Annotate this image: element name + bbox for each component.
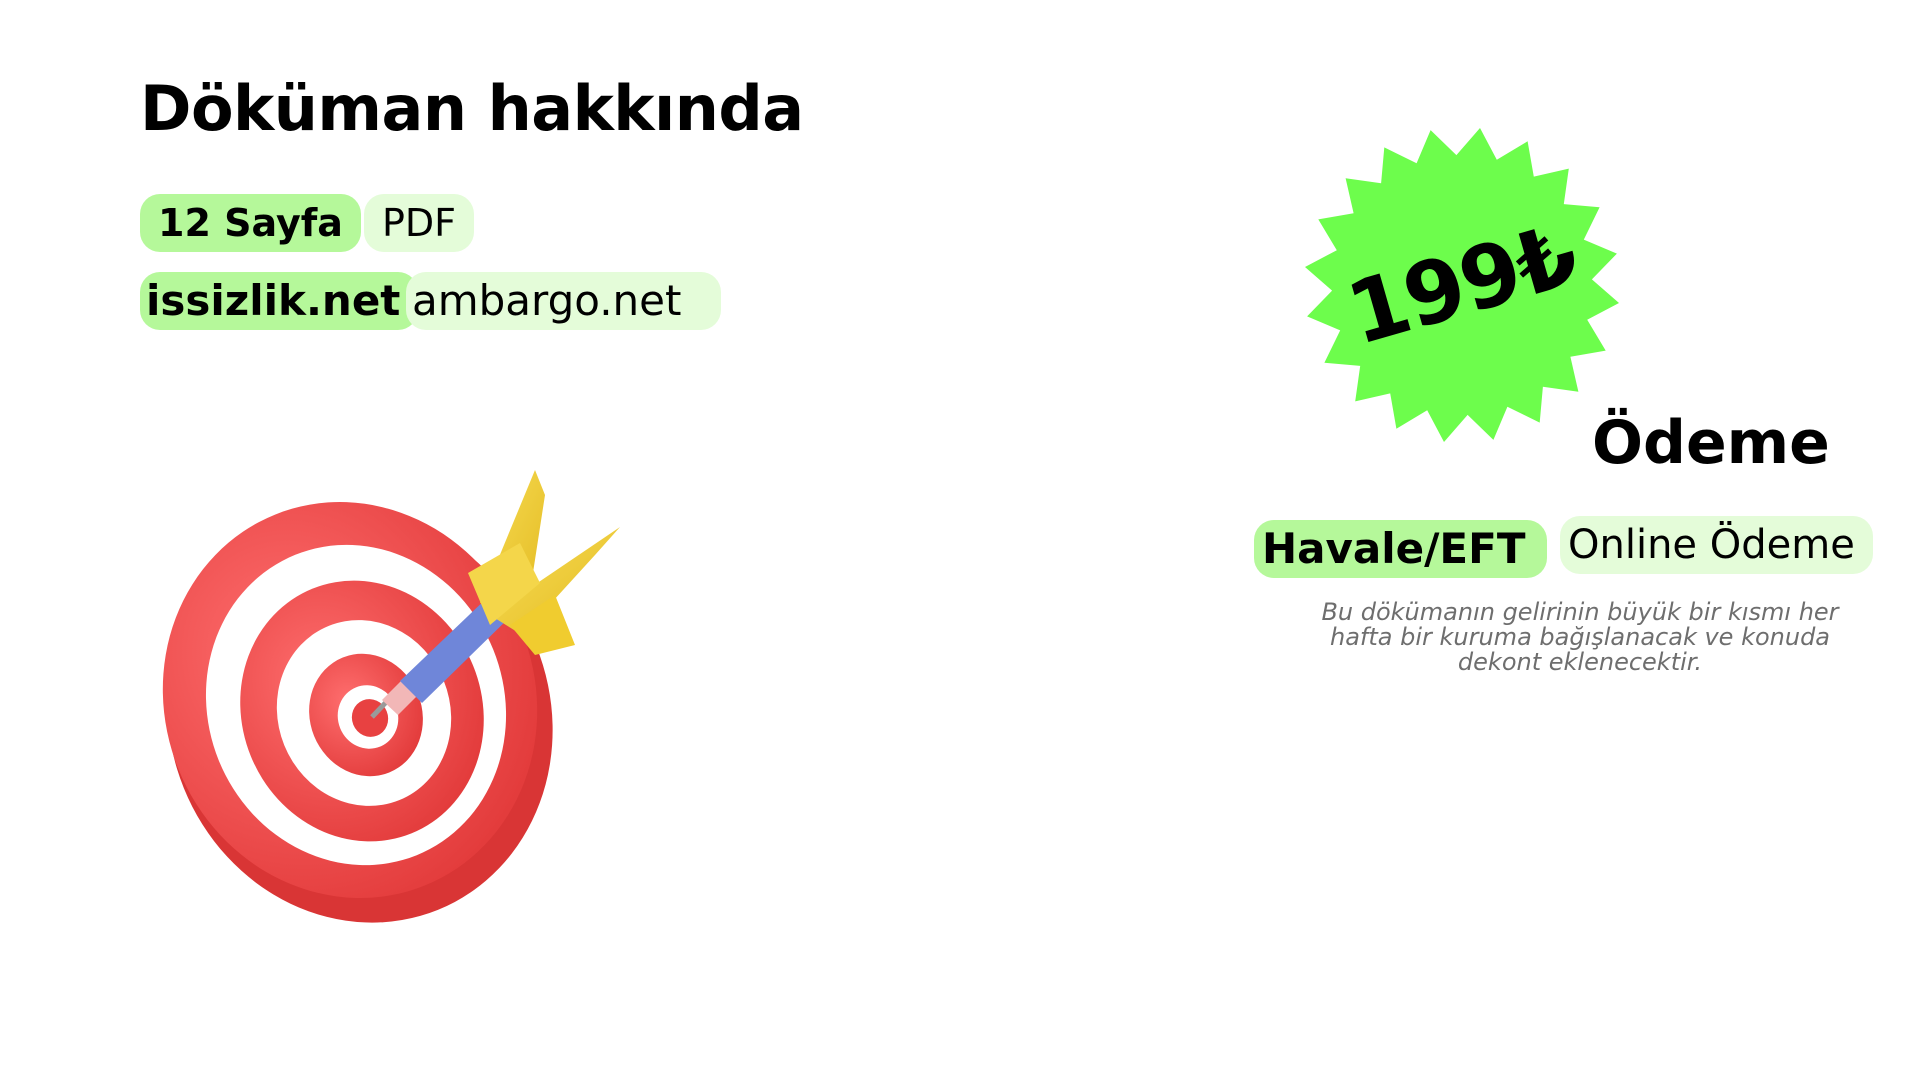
starburst-polygon	[1305, 128, 1619, 442]
dartboard-target-icon	[150, 455, 630, 935]
site-primary-badge: issizlik.net	[140, 272, 419, 330]
payment-method-online: Online Ödeme	[1560, 516, 1873, 574]
starburst-shape	[1305, 128, 1619, 442]
payment-heading: Ödeme	[1592, 408, 1830, 478]
donation-note: Bu dökümanın gelirinin büyük bir kısmı h…	[1321, 598, 1839, 676]
payment-method-havale: Havale/EFT	[1254, 520, 1548, 578]
site-secondary-badge: ambargo.net	[406, 272, 722, 330]
page-title: Döküman hakkında	[140, 72, 804, 145]
price-badge: 199₺	[1302, 125, 1622, 445]
pages-badge: 12 Sayfa	[140, 194, 361, 252]
format-badge: PDF	[364, 194, 475, 252]
